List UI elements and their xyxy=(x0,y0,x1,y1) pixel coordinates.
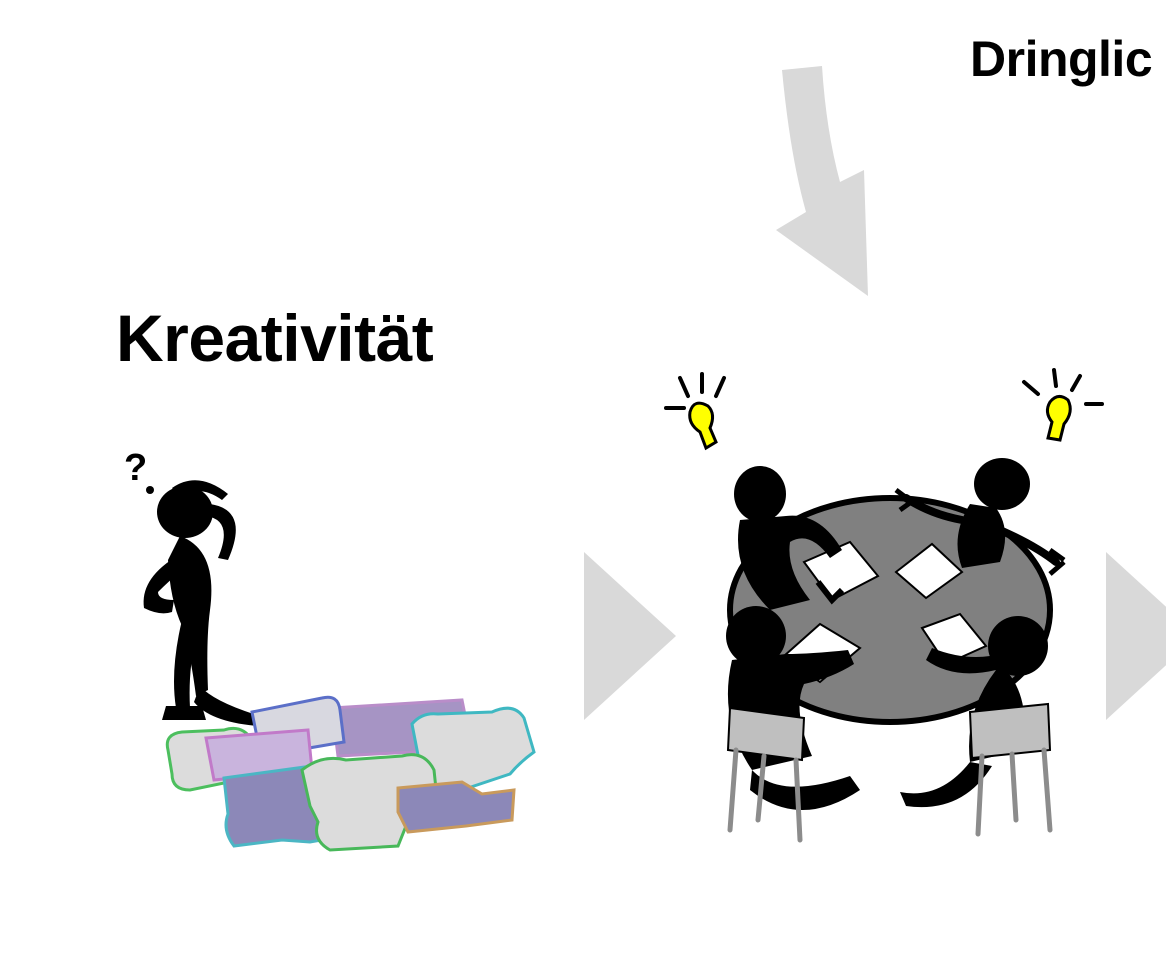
right-arrow-icon xyxy=(584,552,676,720)
thinking-person-icon: ? xyxy=(124,447,260,726)
team-meeting-icon xyxy=(726,458,1066,843)
question-mark: ? xyxy=(124,447,147,489)
lightbulb-icon xyxy=(1022,368,1104,442)
puzzle-pieces-icon xyxy=(165,695,536,852)
down-arrow-icon xyxy=(776,66,868,296)
right-arrow-icon xyxy=(1106,552,1166,720)
lightbulb-icon xyxy=(664,372,726,451)
urgency-label: Dringlic xyxy=(970,31,1153,87)
creativity-label: Kreativität xyxy=(116,301,434,375)
